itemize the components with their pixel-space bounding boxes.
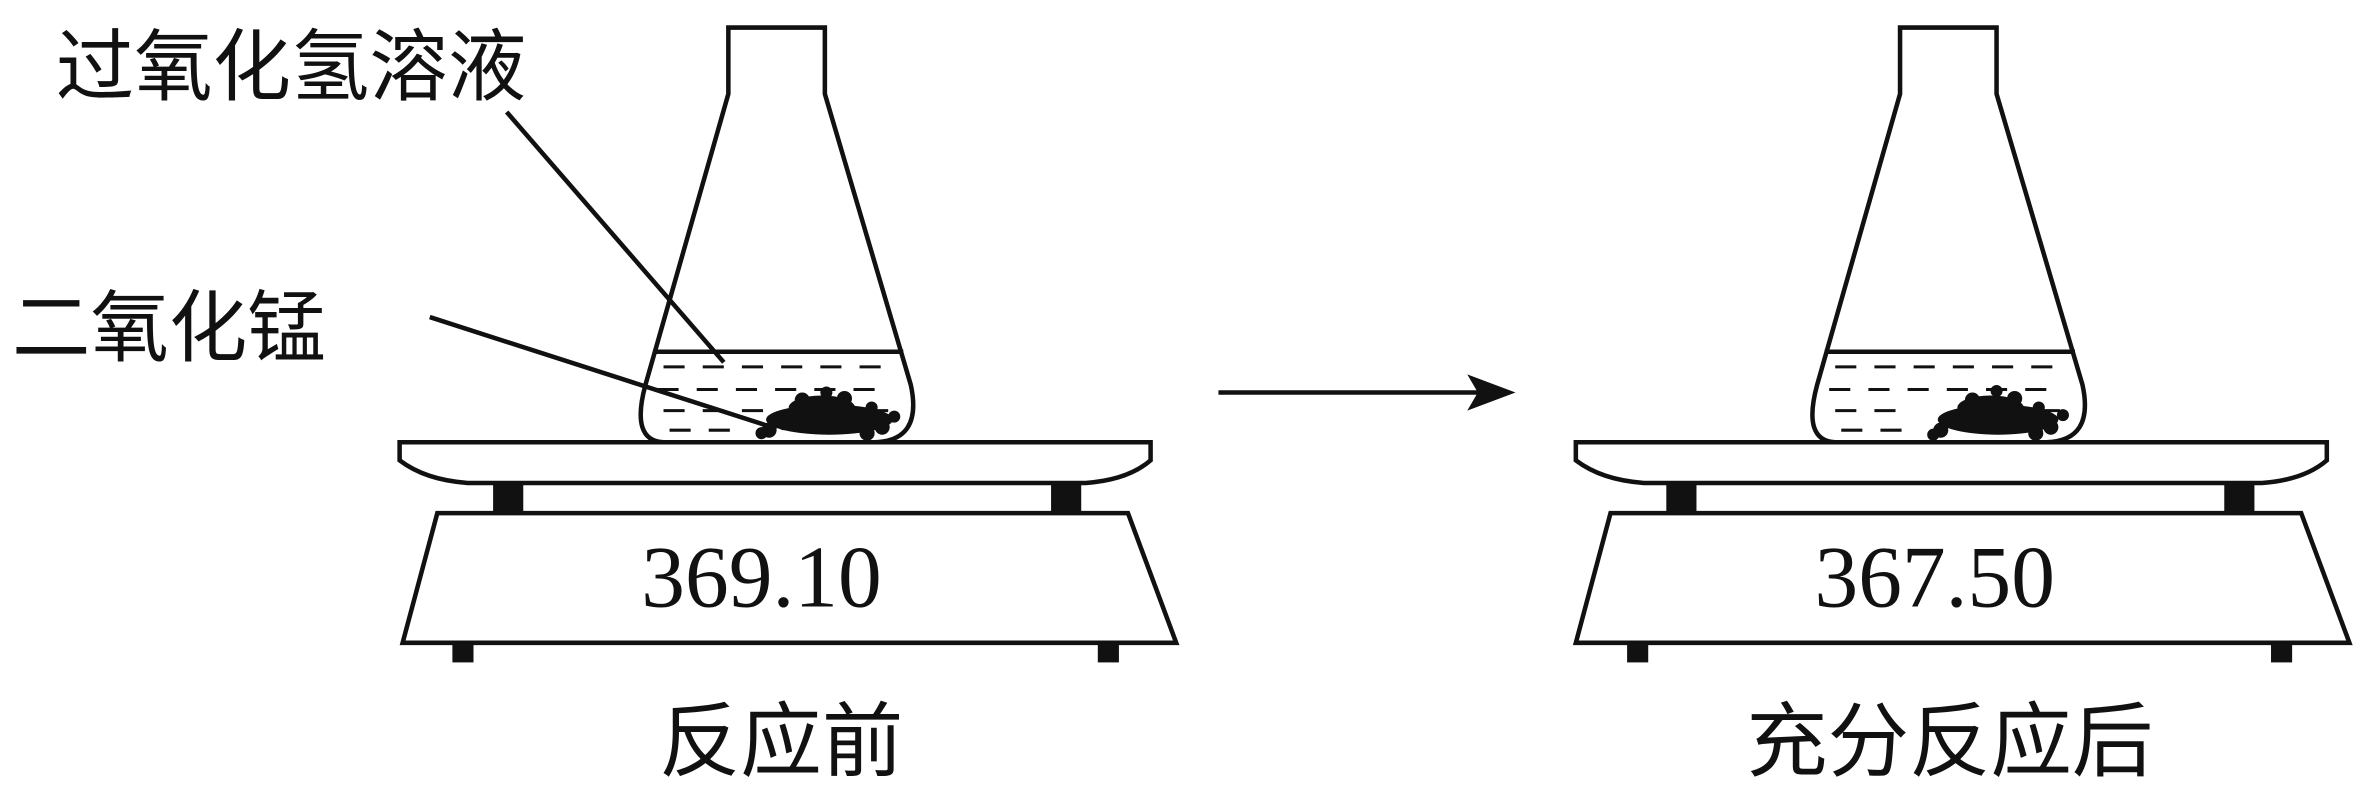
liquid-dashes-after [1829,365,2060,432]
after-apparatus [1572,25,2353,663]
caption-after: 充分反应后 [1746,694,2153,789]
leader-line-mno2 [429,314,778,431]
leader-line-h2o2 [504,110,726,364]
before-apparatus [397,25,1180,663]
flask-after [1810,25,2088,445]
mno2-particles-after [1927,384,2069,441]
caption-before: 反应前 [659,694,903,789]
scale-after [1572,439,2353,663]
scale-before [397,439,1180,663]
flask-before [638,25,916,445]
scale-reading-after: 367.50 [1814,529,2055,626]
scale-reading-before: 369.10 [641,529,881,626]
mno2-particles-before [755,386,901,441]
label-manganese-dioxide: 二氧化锰 [12,283,326,374]
reaction-arrow [1218,374,1516,411]
label-hydrogen-peroxide: 过氧化氢溶液 [56,22,526,113]
